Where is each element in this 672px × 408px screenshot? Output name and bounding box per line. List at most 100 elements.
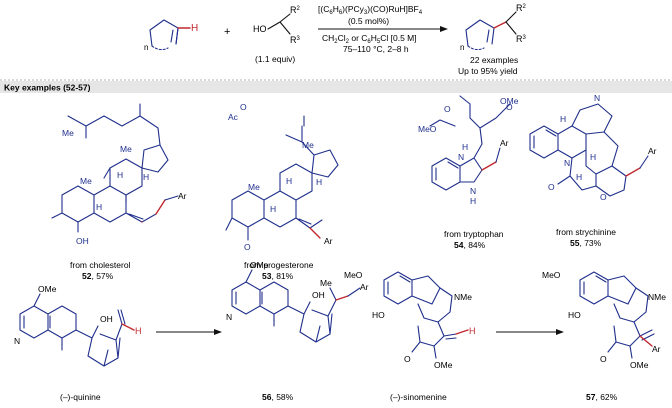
hydrogen-label: H: [191, 23, 198, 34]
compound-52-label-1: Me: [62, 128, 74, 138]
compound-57-atom-5: O: [600, 354, 607, 364]
compound-52-source: from cholesterol: [70, 260, 131, 270]
general-reaction: H n + HO R2 R3 (1.1 equiv) [(C6H6)(PCy3)…: [144, 3, 527, 76]
compound-54-label-2: O: [444, 104, 451, 114]
quinine-atom-4: H: [135, 326, 142, 336]
compound-52-label-8: OH: [76, 236, 89, 246]
section-header: Key examples (52-57): [4, 83, 91, 93]
conditions-label: 75–110 °C, 2–8 h: [343, 44, 409, 54]
r3-label: R3: [290, 35, 301, 45]
compound-54-label-3: H: [462, 142, 468, 152]
compound-55-caption: 55, 73%: [570, 238, 602, 248]
compound-55-label-4: N: [564, 158, 570, 168]
reaction-conditions: [(C6H6)(PCy3)(CO)RuH]BF4 (0.5 mol%) CH2C…: [318, 4, 448, 54]
plus-sign: +: [224, 26, 230, 38]
sinomenine-atom-1: MeO: [344, 270, 363, 280]
compound-55: N H H N H O O Ar from strychinine 55, 73…: [529, 93, 657, 248]
sinomenine-atom-6: OMe: [434, 360, 453, 370]
compound-55-label-2: H: [560, 114, 566, 124]
compound-55-label-7: O: [548, 182, 555, 192]
quinine-atom-1: OMe: [38, 284, 57, 294]
compound-54-label-5: O: [506, 102, 513, 112]
compound-53-label-1: Ac: [228, 112, 239, 122]
section-header-bar: [0, 81, 672, 93]
cycloalkene-reagent: H n: [144, 19, 198, 52]
compound-52-label-7: Ar: [178, 191, 187, 201]
compound-55-label-1: N: [594, 93, 600, 103]
hydroxyl-label: HO: [253, 24, 267, 34]
product-r2: R2: [516, 3, 527, 13]
compound-57-atom-1: MeO: [542, 270, 561, 280]
compound-55-label-5: H: [576, 172, 582, 182]
compound-53-label-9: O: [244, 242, 251, 252]
compound-52-label-6: H: [117, 170, 123, 180]
compound-52-caption: 52, 57%: [82, 271, 114, 281]
compound-57-atom-3: NMe: [648, 292, 666, 302]
quinine-substrate: OMe N OH H (–)-quinine: [14, 284, 142, 402]
compound-56-atom-2: N: [226, 312, 232, 322]
compound-53-caption: 53, 81%: [262, 271, 294, 281]
compound-57-atom-6: OMe: [630, 360, 649, 370]
general-product: n R2 R3 22 examples Up to 95% yield: [458, 3, 527, 76]
compound-53-label-3: Me: [302, 140, 314, 150]
compound-57-atom-4: Ar: [652, 344, 661, 354]
compound-55-source: from strychinine: [556, 227, 616, 237]
compound-52: Me Me Me H H H Ar OH from cholesterol 52…: [51, 103, 187, 281]
compound-55-label-3: H: [590, 152, 596, 162]
compound-52-label-3: Me: [80, 176, 92, 186]
compound-56-atom-4: Me: [320, 278, 332, 288]
compound-53-label-8: Ar: [324, 236, 333, 246]
compound-54-source: from tryptophan: [444, 229, 504, 239]
compound-52-label-2: Me: [120, 144, 132, 154]
compound-55-label-6: O: [600, 192, 607, 202]
sinomenine-label: (–)-sinomenine: [390, 392, 447, 402]
compound-53-label-7: H: [286, 176, 292, 186]
compound-57-caption: 57, 62%: [586, 392, 618, 402]
quinine-arrowhead: [214, 329, 222, 335]
examples-count: 22 examples: [470, 55, 518, 65]
compound-56-atom-5: Ar: [360, 282, 369, 292]
compound-52-label-5: H: [96, 202, 102, 212]
sinomenine-atom-2: HO: [372, 310, 385, 320]
compound-53-source: from progesterone: [244, 260, 314, 270]
sinomenine-arrowhead: [556, 329, 564, 335]
compound-57-atom-2: HO: [568, 310, 581, 320]
compound-56-caption: 56, 58%: [262, 392, 294, 402]
sinomenine-atom-5: O: [404, 354, 411, 364]
compound-54-label-4: N: [458, 152, 464, 162]
equivalents-label: (1.1 equiv): [255, 54, 295, 64]
compound-53-label-4: Me: [248, 182, 260, 192]
compound-54: MeO O H N O OMe Ar N H from tryptophan 5…: [418, 95, 519, 250]
quinine-atom-3: OH: [100, 314, 113, 324]
compound-56-atom-3: OH: [312, 290, 325, 300]
compound-55-label-8: Ar: [648, 146, 657, 156]
quinine-atom-2: N: [14, 336, 20, 346]
quinine-label: (–)-quinine: [60, 392, 101, 402]
compound-54-caption: 54, 84%: [454, 240, 486, 250]
compound-52-label-4: H: [143, 172, 149, 182]
compound-54-label-1: MeO: [418, 124, 437, 134]
sinomenine-substrate: MeO HO NMe H O OMe (–)-sinomenine: [344, 270, 476, 402]
reaction-arrowhead: [440, 26, 448, 32]
compound-54-label-9: H: [470, 196, 476, 206]
max-yield: Up to 95% yield: [458, 66, 518, 76]
compound-54-label-7: Ar: [500, 138, 509, 148]
sinomenine-atom-4: H: [469, 326, 476, 336]
compound-56: OMe N OH Me Ar 56, 58%: [226, 260, 369, 402]
r2-label: R2: [290, 5, 301, 15]
product-ring-size: n: [460, 43, 464, 52]
ring-size-label: n: [144, 43, 148, 52]
compound-53-label-6: H: [270, 204, 276, 214]
compound-54-label-8: N: [470, 186, 476, 196]
sinomenine-atom-3: NMe: [454, 292, 472, 302]
catalyst-label: [(C6H6)(PCy3)(CO)RuH]BF4: [318, 4, 423, 16]
alcohol-reagent: HO R2 R3 (1.1 equiv): [253, 5, 301, 64]
compound-56-atom-1: OMe: [250, 260, 269, 270]
compound-53-label-2: O: [240, 102, 247, 112]
compound-54-label-6: OMe: [500, 96, 519, 106]
compound-57: MeO HO NMe Ar O OMe 57, 62%: [542, 270, 666, 402]
catalyst-loading: (0.5 mol%): [348, 16, 389, 26]
compound-53: Ac O Me Me H H H Ar O from progesterone …: [225, 102, 339, 281]
product-r3: R3: [516, 34, 527, 44]
